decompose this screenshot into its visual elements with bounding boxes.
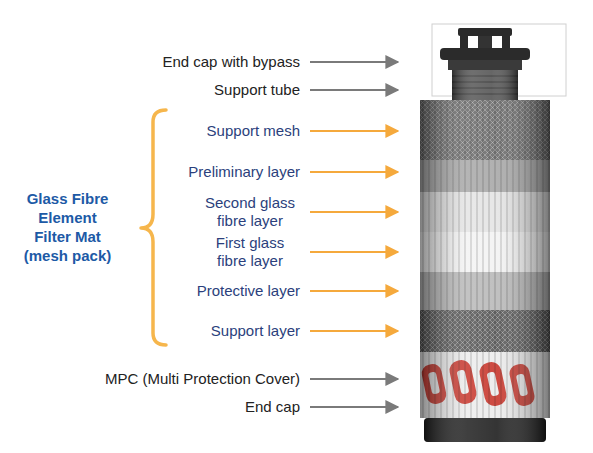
group-label: Glass Fibre Element Filter Mat (mesh pac… (20, 189, 115, 265)
group-brace (141, 110, 166, 345)
part-label: Support tube (214, 81, 300, 99)
part-label: End cap (245, 398, 300, 416)
layer-label: Support mesh (207, 122, 300, 140)
part-label: End cap with bypass (162, 53, 300, 71)
layer-label: Second glass fibre layer (202, 194, 298, 230)
layer-label: Support layer (211, 322, 300, 340)
layer-label: Preliminary layer (188, 163, 300, 181)
layer-label: First glass fibre layer (202, 234, 298, 270)
leader-arrows (310, 62, 398, 407)
part-label: MPC (Multi Protection Cover) (105, 370, 300, 388)
layer-label: Protective layer (197, 282, 300, 300)
